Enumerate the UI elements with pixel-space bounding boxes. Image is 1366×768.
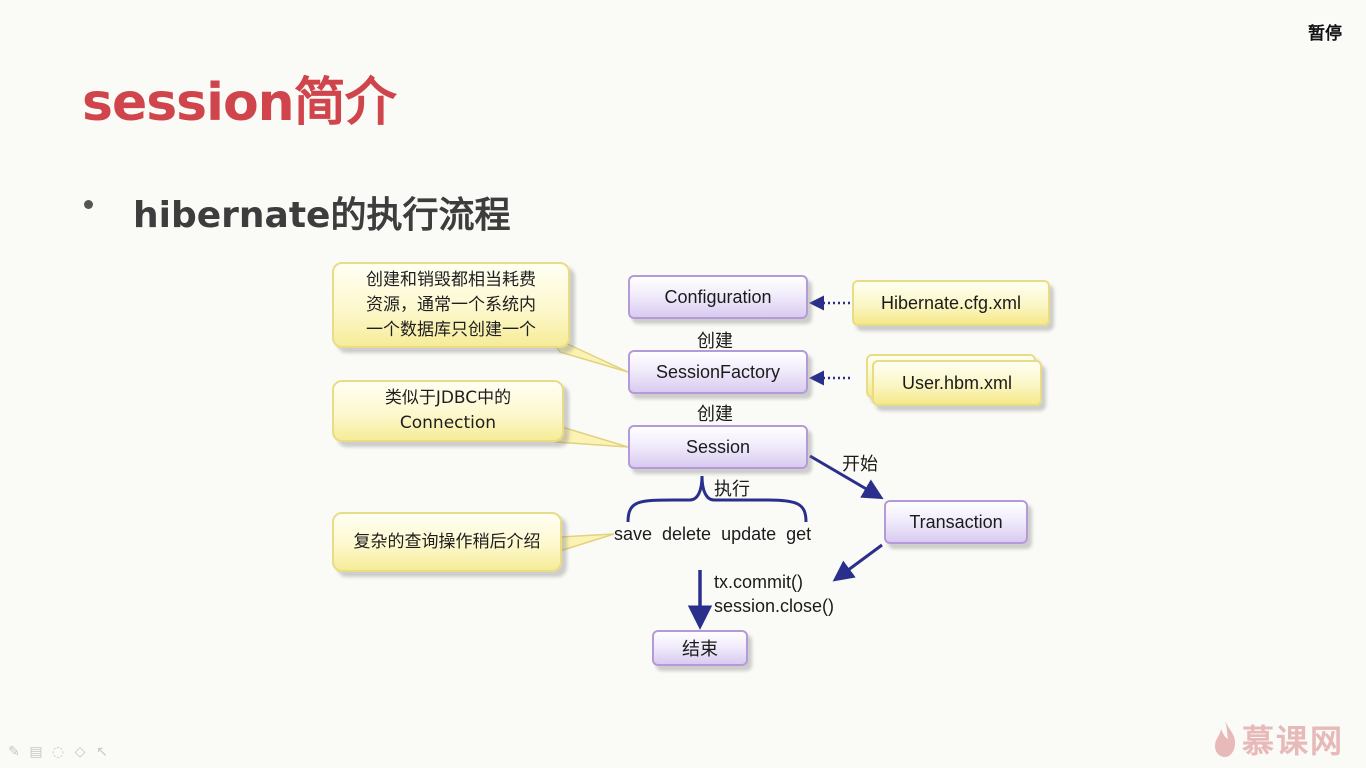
presentation-toolbar: ✎ ▤ ◌ ◇ ↖ xyxy=(6,744,110,760)
slides-icon[interactable]: ▤ xyxy=(29,744,43,760)
arrow-transaction-to-commit xyxy=(832,543,883,582)
label-close: session.close() xyxy=(714,596,835,616)
label-operations: save delete update get xyxy=(614,524,812,544)
callout-line: 类似于JDBC中的 xyxy=(384,388,512,408)
callout-line: Connection xyxy=(399,413,497,433)
watermark-text: 慕课网 xyxy=(1242,722,1345,760)
pointer-icon[interactable]: ↖ xyxy=(96,744,108,760)
bullet-text: hibernate的执行流程 xyxy=(133,195,511,236)
callout-session-note: 类似于JDBC中的 Connection xyxy=(332,380,564,442)
label-create-1: 创建 xyxy=(697,331,733,352)
slide-title: session简介 xyxy=(82,73,397,133)
callout-line: 一个数据库只创建一个 xyxy=(366,319,536,340)
callout-tail-query xyxy=(559,533,615,553)
watermark-logo: 慕课网 xyxy=(1212,716,1344,762)
ink-icon[interactable]: ◌ xyxy=(51,744,65,760)
arrow-session-to-transaction xyxy=(809,454,884,500)
callout-line: 创建和销毁都相当耗费 xyxy=(366,269,536,290)
bullet-dot xyxy=(84,200,93,209)
node-transaction: Transaction xyxy=(884,500,1028,544)
label-start: 开始 xyxy=(842,454,878,475)
pause-label[interactable]: 暂停 xyxy=(1308,24,1342,44)
node-end: 结束 xyxy=(652,630,748,666)
callout-line: 复杂的查询操作稍后介绍 xyxy=(353,531,541,552)
execute-brace xyxy=(626,475,808,523)
node-session: Session xyxy=(628,425,808,469)
node-user-hbm: User.hbm.xml xyxy=(872,360,1042,406)
node-hibernate-cfg: Hibernate.cfg.xml xyxy=(852,280,1050,326)
node-sessionfactory: SessionFactory xyxy=(628,350,808,394)
callout-query-note: 复杂的查询操作稍后介绍 xyxy=(332,512,562,572)
eraser-icon[interactable]: ◇ xyxy=(74,744,86,760)
callout-line: 资源，通常一个系统内 xyxy=(366,294,536,315)
label-execute: 执行 xyxy=(714,479,750,500)
flame-icon xyxy=(1215,721,1236,757)
label-create-2: 创建 xyxy=(697,404,733,425)
pen-icon[interactable]: ✎ xyxy=(8,744,20,760)
label-commit: tx.commit() xyxy=(714,572,803,592)
node-configuration: Configuration xyxy=(628,275,808,319)
callout-sessionfactory-note: 创建和销毁都相当耗费 资源，通常一个系统内 一个数据库只创建一个 xyxy=(332,262,570,348)
